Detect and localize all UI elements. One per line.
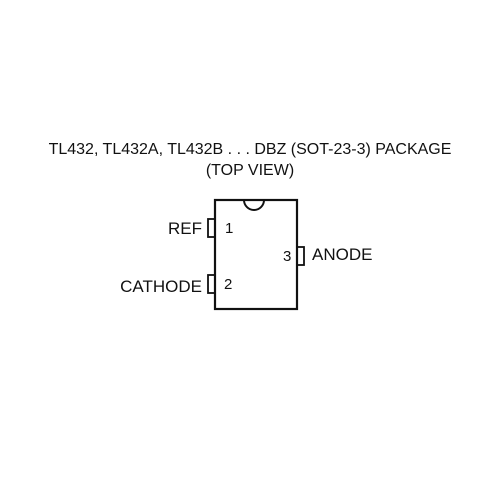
pin-3-lead (296, 246, 305, 266)
pin-2-number: 2 (224, 276, 232, 293)
pin-1-number: 1 (225, 220, 233, 237)
pin-1-lead (207, 218, 216, 238)
pin-2-lead (207, 274, 216, 294)
pin-1-label: REF (168, 219, 202, 238)
orientation-notch (243, 199, 265, 211)
pin-3-number: 3 (283, 248, 291, 265)
view-subtitle: (TOP VIEW) (205, 162, 295, 179)
pin-3-label: ANODE (312, 245, 372, 264)
package-title: TL432, TL432A, TL432B . . . DBZ (SOT-23-… (48, 141, 452, 158)
pin-2-label: CATHODE (120, 277, 202, 296)
